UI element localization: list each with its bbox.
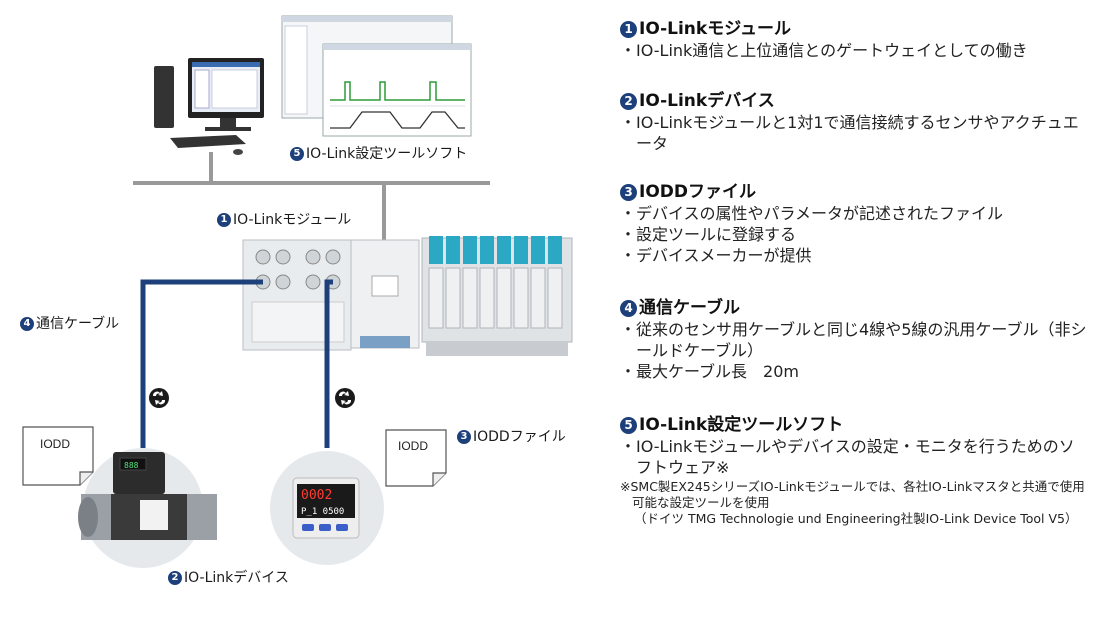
pc-computer-icon <box>154 58 264 155</box>
list-item: ・従来のセンサ用ケーブルと同じ4線や5線の汎用ケーブル（非シールドケーブル） <box>620 320 1087 360</box>
section-title: 2 IO-Linkデバイス <box>620 90 1090 112</box>
section-title: 1 IO-Linkモジュール <box>620 18 1090 40</box>
communication-symbol-icon <box>335 388 355 408</box>
number-badge-2: 2 <box>620 92 637 110</box>
list-item: ・IO-Link通信と上位通信とのゲートウェイとしての働き <box>620 41 1028 60</box>
number-badge-2: 2 <box>168 571 182 585</box>
io-link-module-unit <box>242 236 573 356</box>
network-bus <box>133 181 490 185</box>
iodd-tag-left: IODD <box>40 437 70 451</box>
section-title-text: 通信ケーブル <box>639 298 740 318</box>
label-cable: 4 通信ケーブル <box>20 315 119 333</box>
flow-sensor-device: 888 <box>78 448 217 568</box>
number-badge-1: 1 <box>217 213 231 227</box>
section-device: 2 IO-Linkデバイス ・IO-Linkモジュールと1対1で通信接続するセン… <box>620 90 1090 154</box>
section-title-text: IO-Link設定ツールソフト <box>639 415 844 435</box>
list-item: ・デバイスメーカーが提供 <box>620 246 812 265</box>
label-module: 1 IO-Linkモジュール <box>217 211 351 229</box>
label-software: 5 IO-Link設定ツールソフト <box>290 145 467 163</box>
svg-text:888: 888 <box>124 461 139 470</box>
section-module: 1 IO-Linkモジュール ・IO-Link通信と上位通信とのゲートウェイとし… <box>620 18 1090 61</box>
number-badge-3: 3 <box>457 430 471 444</box>
communication-symbol-icon <box>149 388 169 408</box>
label-iodd-file-text: IODDファイル <box>473 429 566 445</box>
pc-drop-line <box>209 152 213 183</box>
iodd-tag-right: IODD <box>398 439 428 453</box>
section-title: 5 IO-Link設定ツールソフト <box>620 414 1090 436</box>
iodd-document-icon <box>385 429 447 487</box>
footnote-continued: （ドイツ TMG Technologie und Engineering社製IO… <box>634 511 1078 526</box>
number-badge-3: 3 <box>620 183 637 201</box>
label-iodd-file: 3 IODDファイル <box>457 428 566 446</box>
label-cable-text: 通信ケーブル <box>36 316 120 332</box>
iodd-document-icon <box>22 426 94 486</box>
display-readout-top: 0002 <box>301 488 332 503</box>
label-software-text: IO-Link設定ツールソフト <box>306 146 468 162</box>
software-screens <box>281 15 472 137</box>
section-title-text: IO-Linkモジュール <box>639 19 792 39</box>
section-title-text: IO-Linkデバイス <box>639 91 775 111</box>
system-illustration: 888 0002 P_1 0500 <box>22 15 573 568</box>
number-badge-5: 5 <box>620 416 637 434</box>
cable-to-pressure-switch <box>324 279 333 448</box>
label-device-text: IO-Linkデバイス <box>184 570 289 586</box>
display-readout-bottom: P_1 0500 <box>301 507 344 517</box>
list-item: ・最大ケーブル長 20m <box>620 362 799 381</box>
module-drop-line <box>382 183 386 241</box>
section-cable: 4 通信ケーブル ・従来のセンサ用ケーブルと同じ4線や5線の汎用ケーブル（非シー… <box>620 297 1090 382</box>
number-badge-4: 4 <box>20 317 34 331</box>
number-badge-5: 5 <box>290 147 304 161</box>
footnote: ※SMC製EX245シリーズIO-Linkモジュールでは、各社IO-Linkマス… <box>620 479 1085 510</box>
list-item: ・設定ツールに登録する <box>620 225 797 244</box>
list-item: ・IO-Linkモジュールやデバイスの設定・モニタを行うためのソフトウェア※ <box>620 437 1075 477</box>
label-device: 2 IO-Linkデバイス <box>168 569 289 587</box>
number-badge-1: 1 <box>620 20 637 38</box>
list-item: ・IO-Linkモジュールと1対1で通信接続するセンサやアクチュエータ <box>620 113 1079 153</box>
pressure-switch-device: 0002 P_1 0500 <box>270 451 384 565</box>
section-iodd-file: 3 IODDファイル ・デバイスの属性やパラメータが記述されたファイル ・設定ツ… <box>620 181 1090 266</box>
label-module-text: IO-Linkモジュール <box>233 212 352 228</box>
number-badge-4: 4 <box>620 299 637 317</box>
section-title-text: IODDファイル <box>639 182 756 202</box>
list-item: ・デバイスの属性やパラメータが記述されたファイル <box>620 204 1004 223</box>
section-title: 4 通信ケーブル <box>620 297 1090 319</box>
section-software: 5 IO-Link設定ツールソフト ・IO-Linkモジュールやデバイスの設定・… <box>620 414 1090 527</box>
cable-to-flow-sensor <box>140 279 263 448</box>
section-title: 3 IODDファイル <box>620 181 1090 203</box>
